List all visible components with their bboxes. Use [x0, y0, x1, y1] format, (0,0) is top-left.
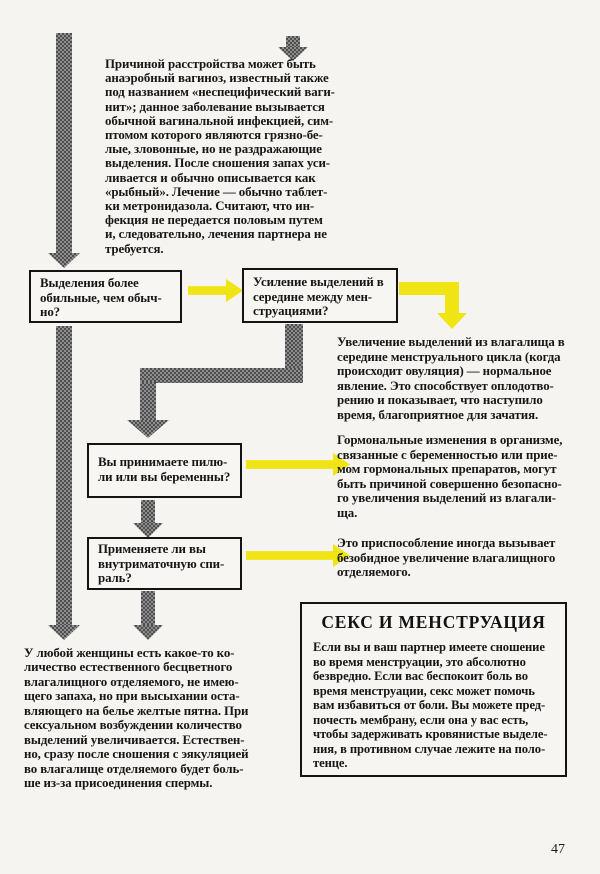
- yellow-elbow-arrow-icon: [399, 281, 479, 329]
- down-arrow-icon: [133, 591, 163, 640]
- yellow-right-arrow-icon: [188, 279, 243, 302]
- yellow-right-arrow-icon: [246, 453, 350, 476]
- sex-box-body: Если вы и ваш партнер имеете сношение во…: [313, 640, 548, 770]
- flow-box-iud: Применяете ли вы внутриматочную спи- рал…: [87, 537, 242, 590]
- bottom-paragraph: У любой женщины есть какое-то ко- личест…: [24, 646, 249, 791]
- yellow-right-arrow-icon: [246, 544, 350, 567]
- gray-elbow-arrow-icon: [127, 324, 307, 438]
- down-arrow-icon: [133, 500, 163, 538]
- down-arrow-icon: [48, 33, 80, 268]
- sex-and-menstruation-box: СЕКС И МЕНСТРУАЦИЯ Если вы и ваш партнер…: [300, 602, 567, 777]
- answer-hormonal: Гормональные изменения в организме, связ…: [337, 433, 563, 520]
- sex-box-title: СЕКС И МЕНСТРУАЦИЯ: [321, 612, 546, 632]
- answer-iud: Это приспособление иногда вызывает безоб…: [337, 536, 556, 579]
- flow-box-discharge-heavier: Выделения более обильные, чем обыч- но?: [29, 270, 182, 323]
- page-number: 47: [551, 842, 565, 857]
- flow-box-midcycle-increase: Усиление выделений в середине между мен-…: [242, 268, 398, 323]
- answer-midcycle: Увеличение выделений из влагалища в сере…: [337, 335, 565, 422]
- intro-paragraph: Причиной расстройства может быть анаэроб…: [105, 57, 335, 256]
- flow-box-pill-or-pregnant: Вы принимаете пилю- ли или вы беременны?: [87, 443, 242, 498]
- down-arrow-icon: [278, 36, 308, 61]
- down-arrow-icon: [48, 326, 80, 640]
